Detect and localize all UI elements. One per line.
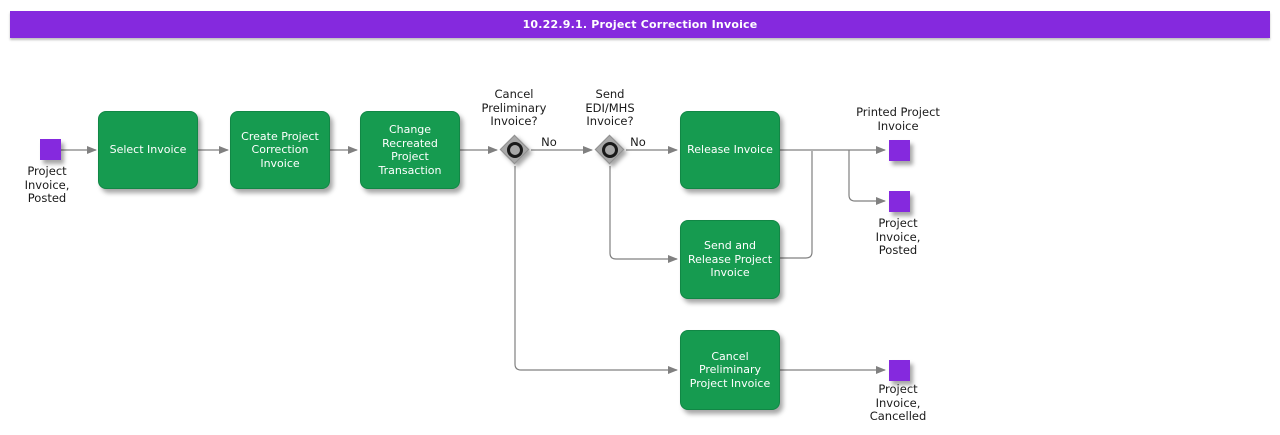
task-cancel-preliminary-project-invoice-label: Cancel Preliminary Project Invoice: [689, 349, 771, 390]
edge-label-no-send-edi-mhs: No: [630, 135, 646, 149]
task-change-recreated-project-transaction[interactable]: Change Recreated Project Transaction: [360, 111, 460, 189]
task-select-invoice[interactable]: Select Invoice: [98, 111, 198, 189]
diagram-title-bar: 10.22.9.1. Project Correction Invoice: [10, 11, 1270, 38]
task-change-recreated-project-transaction-label: Change Recreated Project Transaction: [378, 123, 442, 177]
decision-cancel-preliminary-question: Cancel Preliminary Invoice?: [481, 87, 547, 128]
gateway-circle-icon: [507, 142, 523, 158]
task-send-and-release-project-invoice-label: Send and Release Project Invoice: [687, 239, 773, 280]
task-create-project-correction-invoice[interactable]: Create Project Correction Invoice: [230, 111, 330, 189]
edge-label-no-cancel-preliminary: No: [541, 135, 557, 149]
page-title: 10.22.9.1. Project Correction Invoice: [522, 18, 758, 31]
invoice-cancelled-label: Project Invoice, Cancelled: [869, 382, 927, 423]
end-event-invoice-cancelled-square: [889, 360, 910, 381]
end-event-printed-invoice-square: [889, 140, 910, 161]
task-cancel-preliminary-project-invoice[interactable]: Cancel Preliminary Project Invoice: [680, 330, 780, 410]
start-event-square: [40, 139, 61, 160]
decision-send-edi-mhs-question: Send EDI/MHS Invoice?: [585, 87, 635, 128]
task-release-invoice-label: Release Invoice: [687, 143, 773, 157]
task-release-invoice[interactable]: Release Invoice: [680, 111, 780, 189]
task-send-and-release-project-invoice[interactable]: Send and Release Project Invoice: [680, 220, 780, 299]
decision-cancel-preliminary-invoice: [499, 134, 530, 165]
task-select-invoice-label: Select Invoice: [109, 143, 187, 157]
task-create-project-correction-invoice-label: Create Project Correction Invoice: [241, 129, 319, 170]
decision-send-edi-mhs-invoice: [594, 134, 625, 165]
printed-invoice-label: Printed Project Invoice: [856, 105, 940, 133]
end-event-invoice-posted-square: [889, 191, 910, 212]
start-event-label: Project Invoice, Posted: [24, 164, 70, 205]
gateway-circle-icon: [602, 142, 618, 158]
invoice-posted-label: Project Invoice, Posted: [875, 216, 921, 257]
